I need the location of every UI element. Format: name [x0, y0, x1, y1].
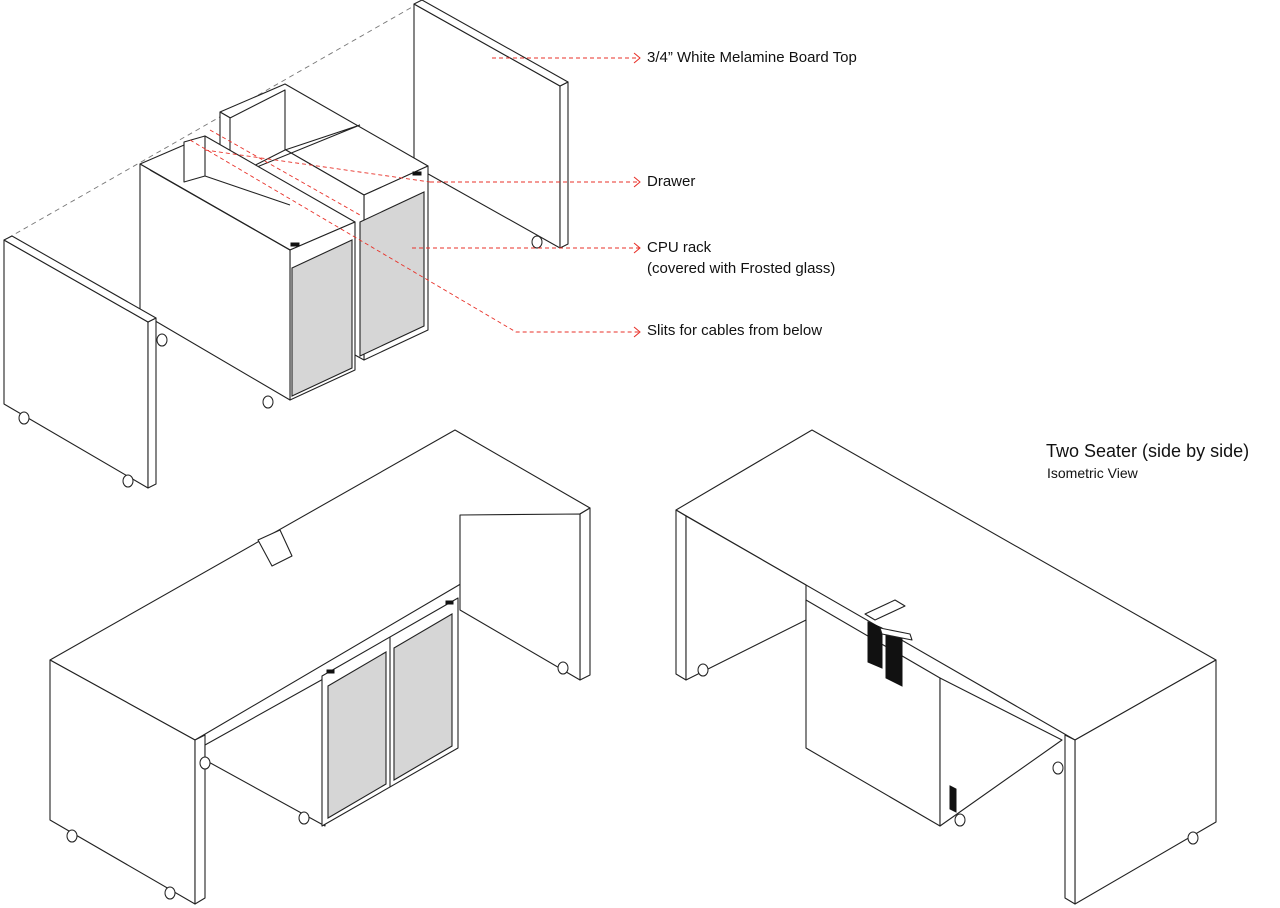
- callout-cpu-rack: CPU rack: [647, 239, 712, 256]
- frosted-glass-door-2: [393, 613, 453, 781]
- drawer-handle-right: [412, 171, 422, 176]
- cable-slit-3: [949, 785, 957, 813]
- leader-lines: [189, 52, 641, 338]
- frosted-glass-door-1: [327, 651, 387, 819]
- cpu-rack-glass-right: [359, 191, 425, 357]
- callout-top-board: 3/4” White Melamine Board Top: [647, 49, 857, 66]
- callout-cpu-rack-note: (covered with Frosted glass): [647, 260, 836, 277]
- right-side-panel: [413, 0, 569, 249]
- drawing-subtitle: Isometric View: [1047, 465, 1138, 481]
- cable-slit-2: [885, 629, 903, 687]
- front-cabinet: [139, 135, 356, 409]
- drawing-title: Two Seater (side by side): [1046, 441, 1250, 461]
- left-side-panel: [3, 235, 157, 489]
- exploded-view: [3, 0, 569, 489]
- drawer-handle-left: [290, 242, 300, 247]
- assembled-view-rear: [675, 429, 1217, 905]
- cpu-rack-glass-left: [291, 239, 353, 397]
- cable-slit-1: [867, 621, 883, 669]
- assembled-view-front: [49, 429, 591, 905]
- callout-slits: Slits for cables from below: [647, 322, 823, 339]
- callout-drawer: Drawer: [647, 173, 696, 190]
